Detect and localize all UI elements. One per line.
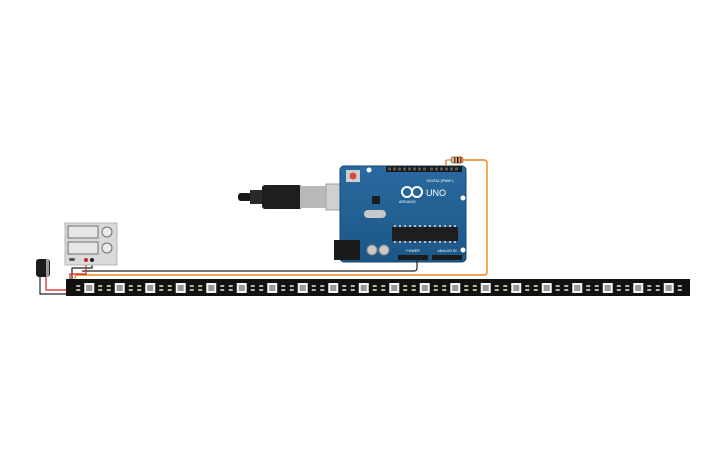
- atmega-chip: [392, 227, 458, 241]
- led-pixel: [533, 283, 560, 293]
- led-strip-leds: [76, 283, 682, 293]
- power-switch[interactable]: [69, 258, 75, 261]
- led-pixel: [381, 283, 408, 293]
- resistor-band: [460, 157, 462, 163]
- led-pixel: [228, 283, 255, 293]
- capacitor: [378, 244, 390, 256]
- reset-button-cap: [349, 172, 357, 180]
- led-pixel: [472, 283, 499, 293]
- current-knob[interactable]: [101, 242, 113, 254]
- mount-hole: [460, 195, 466, 201]
- led-pixel: [503, 283, 530, 293]
- led-pixel: [594, 283, 621, 293]
- digital-header-label: DIGITAL (PWM~): [426, 179, 453, 183]
- negative-terminal[interactable]: [90, 258, 94, 262]
- atmega-chip-pins: [394, 225, 456, 243]
- positive-terminal[interactable]: [84, 258, 88, 262]
- led-strip[interactable]: [66, 279, 690, 296]
- supply-display-bottom: [67, 241, 99, 255]
- ground-wire-arduino[interactable]: [82, 260, 418, 272]
- voltage-knob[interactable]: [101, 226, 113, 238]
- resistor[interactable]: [446, 156, 464, 164]
- arduino-uno-board[interactable]: DIGITAL (PWM~) UNO ARDUINO: [334, 165, 467, 263]
- led-pixel: [76, 283, 103, 293]
- data-wire[interactable]: [74, 159, 488, 284]
- capacitor-minus-wire[interactable]: [39, 276, 68, 295]
- power-jack[interactable]: [334, 240, 360, 260]
- power-pin-header[interactable]: [398, 255, 428, 260]
- usb-plug-body: [262, 185, 302, 209]
- usb-cable-strain-relief: [250, 190, 262, 204]
- led-pixel: [320, 283, 347, 293]
- power-header-label: POWER: [406, 249, 420, 253]
- resistor-band: [457, 157, 459, 163]
- usb-chip: [372, 196, 380, 204]
- usb-plug-metal: [300, 186, 328, 208]
- led-pixel: [198, 283, 225, 293]
- led-pixel: [167, 283, 194, 293]
- led-pixel: [350, 283, 377, 293]
- led-pixel: [411, 283, 438, 293]
- led-pixel: [137, 283, 164, 293]
- led-strip-body: [66, 279, 690, 296]
- power-supply[interactable]: [64, 222, 118, 266]
- arduino-model-text: UNO: [426, 188, 446, 198]
- led-pixel: [259, 283, 286, 293]
- mount-hole: [460, 247, 466, 253]
- led-pixel: [655, 283, 682, 293]
- resistor-band: [454, 157, 456, 163]
- electrolytic-capacitor[interactable]: [36, 259, 50, 277]
- arduino-logo: [401, 186, 423, 198]
- analog-pin-header[interactable]: [432, 255, 462, 260]
- crystal-oscillator: [364, 210, 386, 218]
- capacitor-stripe: [46, 259, 49, 277]
- analog-header-label: ANALOG IN: [437, 249, 457, 253]
- led-pixel: [106, 283, 133, 293]
- supply-display-top: [67, 225, 99, 239]
- led-pixel: [289, 283, 316, 293]
- capacitor: [366, 244, 378, 256]
- mount-hole: [366, 167, 372, 173]
- led-pixel: [564, 283, 591, 293]
- arduino-brand-text: ARDUINO: [399, 200, 416, 204]
- led-pixel: [625, 283, 652, 293]
- usb-cable-end: [238, 193, 252, 201]
- digital-pin-holes: [388, 167, 458, 171]
- led-pixel: [442, 283, 469, 293]
- capacitor-plus-wire[interactable]: [45, 276, 68, 291]
